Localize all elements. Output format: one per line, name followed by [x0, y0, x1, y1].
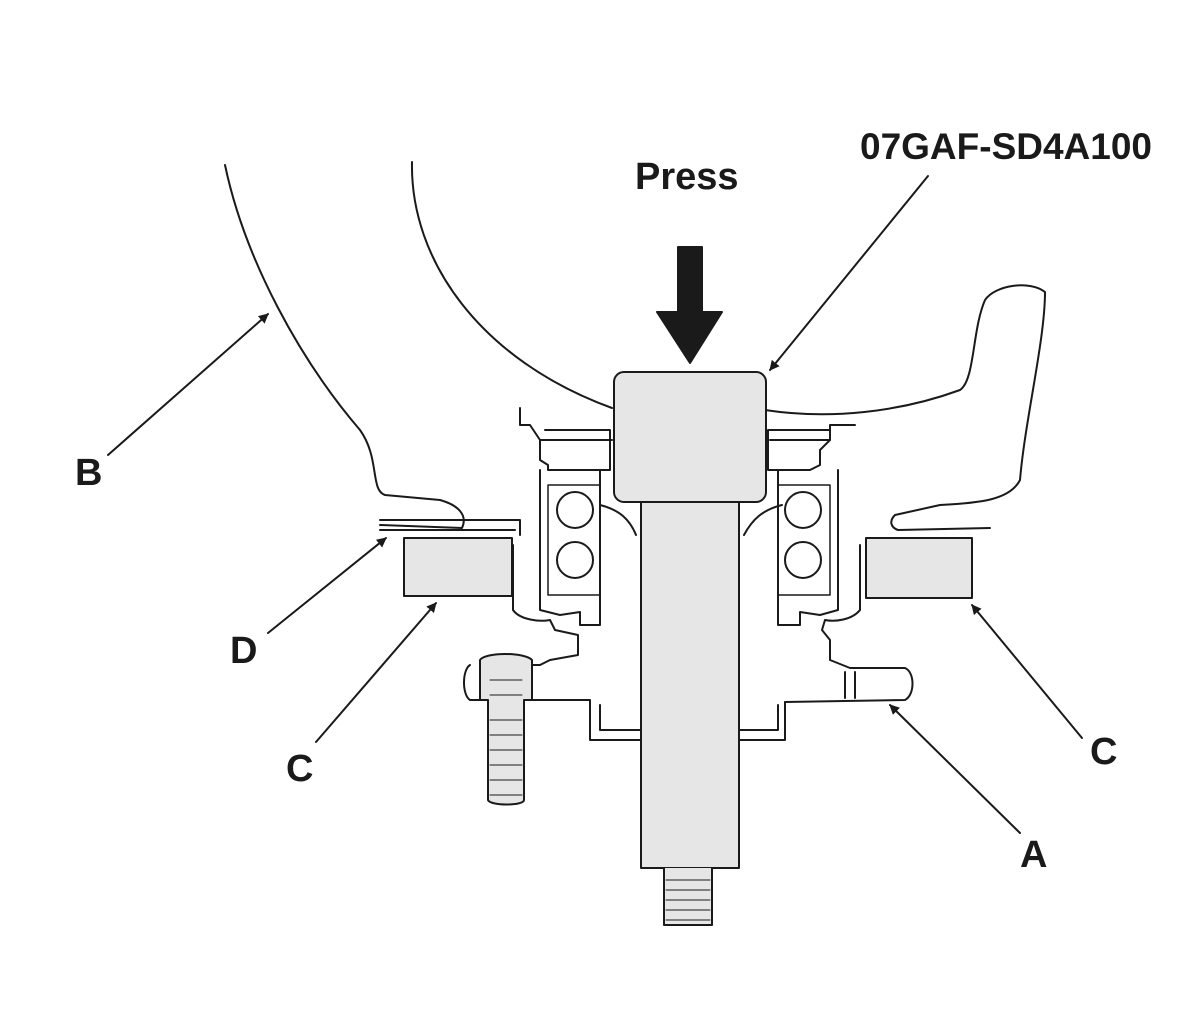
support-block-left — [403, 537, 513, 597]
label-c-left: C — [286, 748, 314, 790]
leader-b — [107, 313, 269, 456]
support-block-right — [865, 537, 973, 599]
wheel-stud — [479, 653, 533, 806]
press-tool — [613, 371, 767, 926]
leader-c-left — [315, 602, 437, 743]
leader-tool — [769, 175, 929, 371]
knuckle-outline — [224, 161, 1046, 536]
leader-a — [889, 704, 1021, 834]
press-arrow-icon — [656, 246, 723, 364]
label-c-right: C — [1090, 731, 1118, 773]
hub-assembly — [463, 407, 914, 741]
label-a: A — [1020, 834, 1048, 876]
label-b: B — [75, 452, 103, 494]
press-label: Press — [635, 156, 739, 198]
label-d: D — [230, 630, 258, 672]
tool-part-number-label: 07GAF-SD4A100 — [860, 126, 1153, 167]
leader-d — [267, 537, 387, 634]
leader-c-right — [971, 604, 1083, 739]
